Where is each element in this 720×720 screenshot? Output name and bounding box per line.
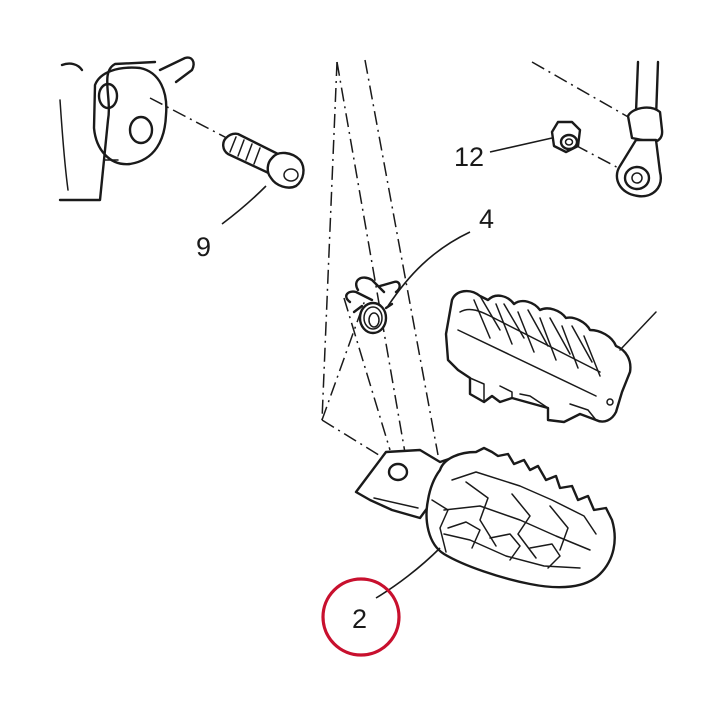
callout-label-2: 2 — [352, 604, 367, 634]
rod-end — [615, 60, 664, 198]
callout-label-12: 12 — [454, 142, 484, 172]
nut-part-12 — [550, 120, 582, 154]
footpeg-part-2 — [354, 446, 616, 589]
callout-label-4: 4 — [479, 204, 494, 234]
callout-leaders — [221, 137, 553, 599]
rubber-insert — [444, 289, 657, 424]
highlight-circle — [321, 577, 401, 657]
frame-bracket — [58, 56, 195, 202]
bolt-part-9 — [222, 132, 305, 189]
callout-label-9: 9 — [196, 232, 211, 262]
spring-part-4 — [345, 276, 401, 335]
